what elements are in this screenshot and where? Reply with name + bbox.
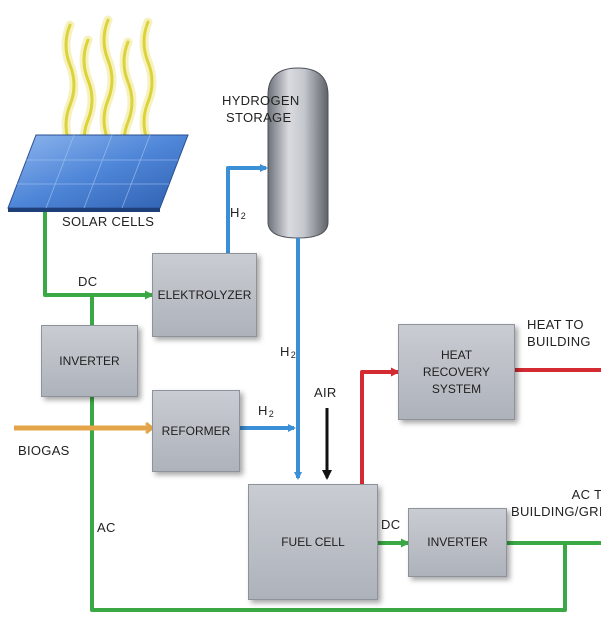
hydrogen-tank-icon (267, 67, 329, 239)
h2-storage-sub: 2 (290, 350, 297, 360)
h2-lines (226, 164, 302, 480)
h2-reformer-h: H (258, 403, 268, 418)
solar-cells-label: SOLAR CELLS (62, 214, 155, 229)
dc-ac-lines (43, 212, 601, 612)
reformer-box: REFORMER (152, 390, 240, 472)
dc-top-label: DC (78, 274, 98, 289)
elektrolyzer-box: ELEKTROLYZER (152, 253, 257, 337)
h2-electrolyzer-h: H (230, 205, 240, 220)
heat-recovery-system-box: HEAT RECOVERY SYSTEM (398, 324, 515, 420)
heat-to-building-label: HEAT TO BUILDING (527, 316, 591, 350)
heat-recovery-line-3: SYSTEM (431, 381, 482, 396)
hydrogen-storage-line-2: STORAGE (226, 110, 292, 125)
ac-label: AC (97, 520, 116, 535)
air-label: AIR (314, 385, 337, 400)
inverter-right-box: INVERTER (408, 508, 507, 577)
heat-recovery-line-1: HEAT (440, 347, 473, 362)
h2-reformer-label: H2 (258, 402, 274, 423)
ac-to-building-grid-label: AC TO BUILDING/GRID (511, 486, 601, 520)
h2-storage-label: H2 (280, 343, 296, 364)
fuel-cell-box: FUEL CELL (248, 484, 378, 600)
heat-to-building-line-2: BUILDING (527, 334, 591, 349)
dc-fuel-cell-label: DC (381, 517, 401, 532)
h2-electrolyzer-label: H2 (230, 204, 246, 225)
h2-reformer-sub: 2 (268, 409, 275, 419)
biogas-line (14, 421, 153, 435)
inverter-left-box: INVERTER (41, 325, 138, 397)
heat-to-building-line-1: HEAT TO (527, 317, 584, 332)
hydrogen-storage-line-1: HYDROGEN (222, 93, 300, 108)
heat-lines (360, 367, 601, 484)
biogas-label: BIOGAS (18, 443, 70, 458)
hydrogen-storage-label: HYDROGEN STORAGE (222, 92, 300, 126)
solar-panel-icon (7, 134, 189, 212)
heat-recovery-line-2: RECOVERY (422, 364, 491, 379)
ac-to-building-line-1: AC TO (571, 487, 601, 502)
h2-storage-h: H (280, 344, 290, 359)
ac-to-building-line-2: BUILDING/GRID (511, 504, 601, 519)
h2-electrolyzer-sub: 2 (240, 211, 247, 221)
